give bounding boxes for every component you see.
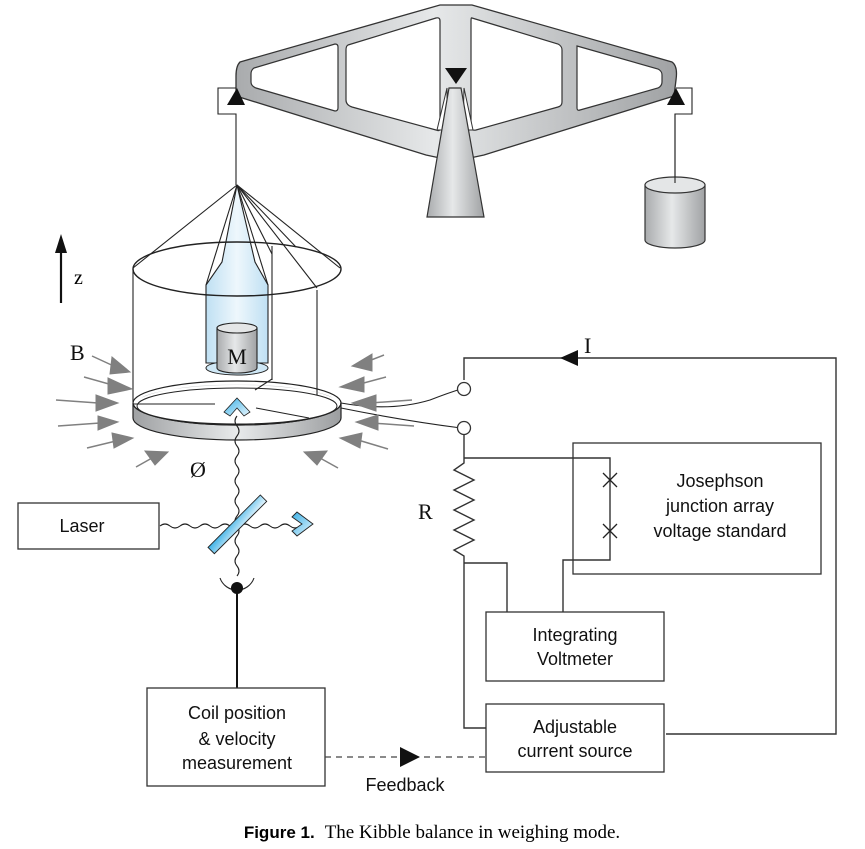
terminal-top xyxy=(456,381,472,397)
laser-beam-vertical xyxy=(234,415,240,577)
svg-text:Laser: Laser xyxy=(59,516,104,536)
josephson-box: Josephson junction array voltage standar… xyxy=(572,442,822,575)
right-hanger xyxy=(667,87,693,180)
resistor-icon xyxy=(452,458,476,563)
coil-position-box: Coil position & velocity measurement xyxy=(146,687,326,787)
svg-text:junction array: junction array xyxy=(665,496,774,516)
interferometer xyxy=(159,415,314,688)
svg-text:Josephson: Josephson xyxy=(676,471,763,491)
suspension-assembly: M xyxy=(132,184,342,418)
corner-reflector-icon xyxy=(223,397,251,417)
z-axis: z xyxy=(55,234,83,303)
svg-text:Integrating: Integrating xyxy=(532,625,617,645)
junction-icon xyxy=(602,523,618,539)
current-arrow-icon xyxy=(560,350,578,366)
svg-text:Adjustable: Adjustable xyxy=(533,717,617,737)
pivot-knife-edge-icon xyxy=(445,68,467,84)
terminal-bottom xyxy=(456,420,472,436)
b-field-label: B xyxy=(70,340,85,365)
beam-splitter-icon xyxy=(207,494,268,555)
coil-ring xyxy=(132,378,462,441)
svg-text:current source: current source xyxy=(517,741,632,761)
svg-text:Voltmeter: Voltmeter xyxy=(537,649,613,669)
junction-icon xyxy=(602,472,618,488)
feedback-link: Feedback xyxy=(325,747,486,795)
magnetic-field-arrows xyxy=(55,353,415,469)
circuit xyxy=(452,350,837,735)
phase-label: Ø xyxy=(190,457,206,482)
left-hanger xyxy=(217,87,245,185)
figure-caption: Figure 1. The Kibble balance in weighing… xyxy=(244,822,620,843)
current-label: I xyxy=(584,333,591,358)
laser-box: Laser xyxy=(17,502,160,550)
svg-text:& velocity: & velocity xyxy=(198,729,275,749)
pivot-post xyxy=(426,87,485,218)
current-source-box: Adjustable current source xyxy=(485,703,665,773)
feedback-arrow-icon xyxy=(400,747,420,767)
mass-label: M xyxy=(227,344,247,369)
svg-text:voltage standard: voltage standard xyxy=(653,521,786,541)
z-axis-label: z xyxy=(74,267,83,289)
reference-mirror-icon xyxy=(291,511,314,537)
feedback-label: Feedback xyxy=(365,775,445,795)
counterweight xyxy=(644,114,706,249)
voltmeter-box: Integrating Voltmeter xyxy=(485,611,665,682)
svg-text:Coil position: Coil position xyxy=(188,703,286,723)
svg-text:measurement: measurement xyxy=(182,753,292,773)
resistor-label: R xyxy=(418,499,433,524)
